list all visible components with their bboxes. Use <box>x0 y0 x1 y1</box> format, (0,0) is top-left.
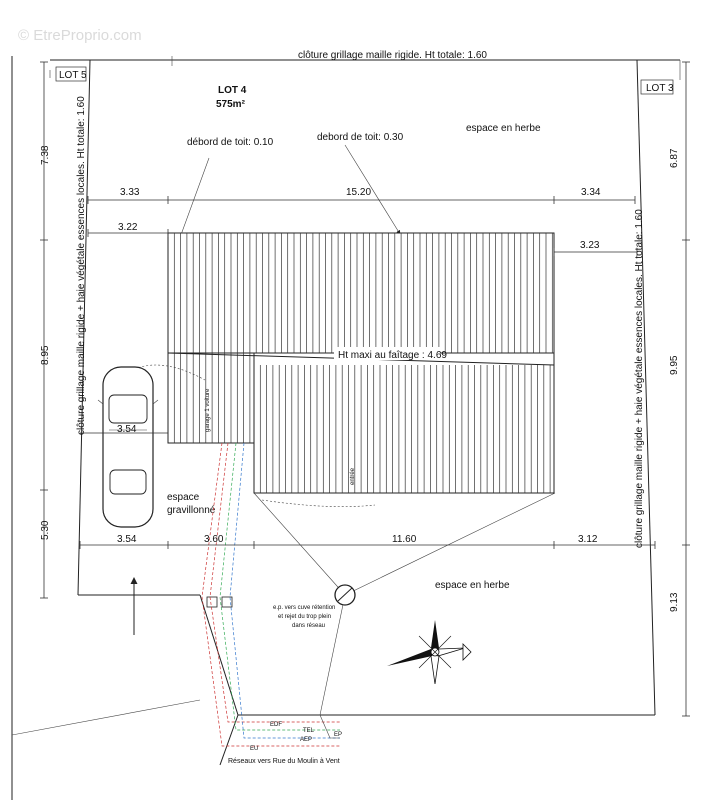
gravel-label-line1: espace <box>167 492 200 503</box>
lot-3-label: LOT 3 <box>646 83 674 94</box>
dim-right-3: 9.13 <box>669 592 680 612</box>
lot-4-title: LOT 4 <box>218 85 247 96</box>
dim-bottom-4: 3.12 <box>578 534 598 545</box>
dim-bottom-2: 3.60 <box>204 534 224 545</box>
upper-lawn-label: espace en herbe <box>466 123 541 134</box>
aep-label: AEP <box>300 737 312 743</box>
utility-networks <box>201 442 340 747</box>
top-fence-label: clôture grillage maille rigide. Ht total… <box>298 50 487 61</box>
meter-box-icon <box>221 596 233 608</box>
plot-boundary <box>11 56 681 800</box>
dim-bottom-1: 3.54 <box>117 534 137 545</box>
dim-bottom-3: 11.60 <box>392 534 417 545</box>
gravel-label-line2: gravillonné <box>167 505 216 516</box>
lot-4-area: 575m² <box>216 99 246 110</box>
entrance-label: entrée <box>350 467 356 485</box>
right-overhang-label: debord de toit: 0.30 <box>317 132 404 143</box>
edf-label: EDF <box>270 722 282 728</box>
dimension-lines <box>40 61 690 717</box>
dim-car: 3.54 <box>117 424 137 435</box>
house-roof <box>167 232 555 494</box>
dim-top-mid: 15.20 <box>346 187 371 198</box>
lot-5-label: LOT 5 <box>59 70 87 81</box>
tank-label-line2: et rejet du trop plein <box>278 614 331 620</box>
garage-label: garage 1 voiture <box>205 388 211 432</box>
dim-left-1: 7.38 <box>40 145 51 165</box>
dim-left-3: 5.30 <box>40 520 51 540</box>
dim-top-right: 3.34 <box>581 187 601 198</box>
tank-label-line3: dans réseau <box>292 623 325 629</box>
source-watermark: © EtreProprio.com <box>18 27 142 44</box>
ep-label: EP <box>334 732 342 738</box>
ridge-height-label: Ht maxi au faîtage : 4.69 <box>338 350 447 361</box>
tank-label-line1: e.p. vers cuve rétention <box>273 605 335 611</box>
tel-label: TEL <box>303 728 315 734</box>
lower-lawn-label: espace en herbe <box>435 580 510 591</box>
car-icon <box>97 366 159 528</box>
dim-roof-left: 3.22 <box>118 222 138 233</box>
meter-box-icon <box>206 596 218 608</box>
left-overhang-label: débord de toit: 0.10 <box>187 137 274 148</box>
dim-right-2: 9.95 <box>669 355 680 375</box>
eu-label: EU <box>250 746 258 752</box>
dim-right-1: 6.87 <box>669 148 680 168</box>
left-fence-label: clôture grillage maille rigide + haie vé… <box>76 96 87 435</box>
dim-left-2: 8.95 <box>40 345 51 365</box>
compass-rose-icon <box>387 620 472 685</box>
right-fence-label: clôture grillage maille rigide + haie vé… <box>634 209 645 548</box>
networks-label: Réseaux vers Rue du Moulin à Vent <box>228 758 340 765</box>
dim-top-left: 3.33 <box>120 187 140 198</box>
dim-roof-right: 3.23 <box>580 240 600 251</box>
